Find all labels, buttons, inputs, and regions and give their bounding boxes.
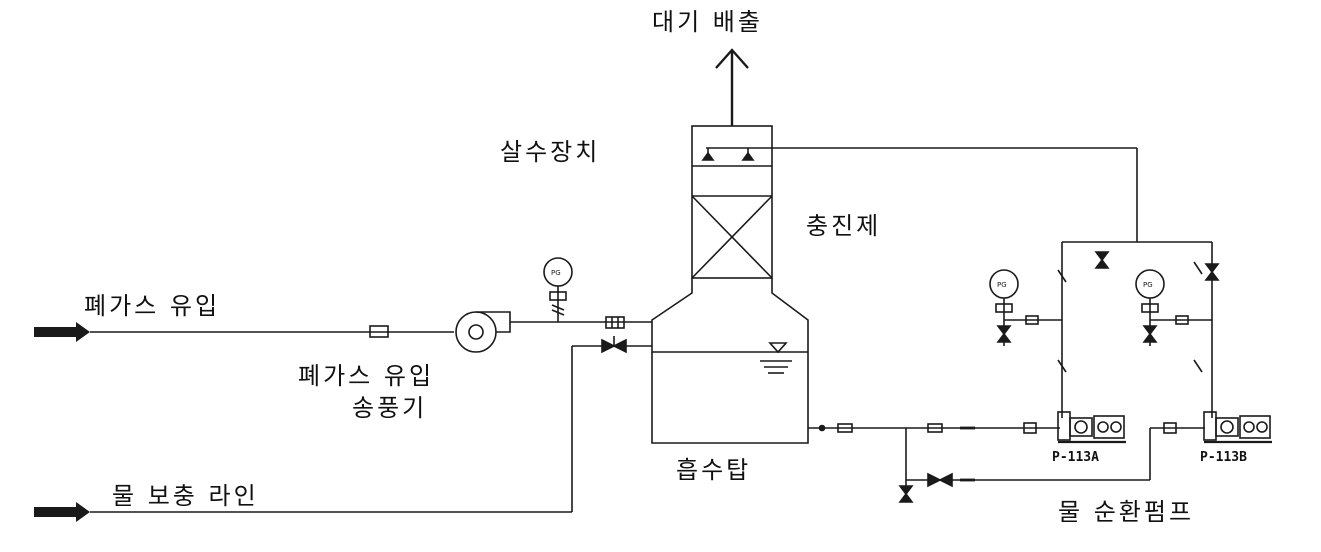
pump-b-valves bbox=[1142, 263, 1220, 343]
gas-line-fitting bbox=[369, 325, 389, 338]
absorber-vessel bbox=[651, 278, 809, 444]
gas-inlet-valve bbox=[605, 316, 625, 329]
tower-column bbox=[691, 125, 773, 279]
gas-inlet-line bbox=[90, 321, 652, 333]
absorber-label: 흡수탑 bbox=[676, 456, 752, 484]
blower-label-line1: 폐가스 유입 bbox=[298, 362, 435, 390]
liquid-level-icon bbox=[768, 342, 788, 354]
water-makeup-label: 물 보충 라인 bbox=[112, 482, 259, 510]
bottom-outlet-line bbox=[808, 427, 1205, 500]
pump-b-tag: P-113B bbox=[1200, 450, 1247, 465]
gauge-label: PG bbox=[551, 269, 561, 277]
pump-a-valves bbox=[996, 251, 1110, 343]
water-makeup-arrow-icon bbox=[34, 502, 90, 522]
outlet-line-fittings bbox=[818, 422, 1177, 482]
circulation-pump-label: 물 순환펌프 bbox=[1058, 498, 1195, 526]
exhaust-label: 대기 배출 bbox=[652, 8, 763, 36]
spray-nozzle-icon bbox=[701, 151, 755, 161]
gauge-label: PG bbox=[1143, 281, 1153, 289]
packing-label: 충진제 bbox=[806, 212, 882, 240]
gauge-label: PG bbox=[997, 281, 1007, 289]
blower-icon bbox=[455, 311, 511, 353]
spray-device-label: 살수장치 bbox=[500, 138, 601, 166]
water-makeup-valve bbox=[601, 336, 627, 354]
exhaust-arrow bbox=[715, 48, 749, 126]
recirculation-line bbox=[772, 147, 1213, 418]
pump-a-tag: P-113A bbox=[1052, 450, 1099, 465]
pump-b-branch bbox=[1135, 261, 1212, 373]
blower-label-line2: 송풍기 bbox=[352, 394, 428, 422]
drain-valve bbox=[898, 472, 953, 503]
gas-inlet-arrow-icon bbox=[34, 322, 90, 342]
pump-b-icon bbox=[1203, 411, 1272, 444]
gas-inlet-label: 폐가스 유입 bbox=[84, 292, 221, 320]
pressure-gauge-icon bbox=[543, 257, 573, 322]
pump-a-icon bbox=[1057, 411, 1126, 444]
